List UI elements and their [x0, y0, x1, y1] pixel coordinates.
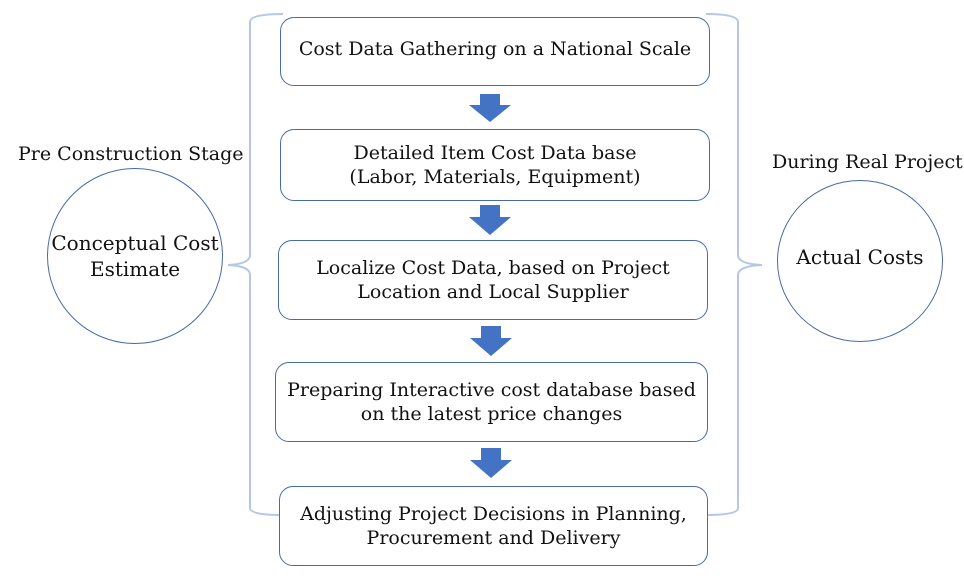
- down-arrow-icon: [470, 326, 512, 356]
- step-label-3: Localize Cost Data, based on Project Loc…: [316, 257, 670, 303]
- down-arrow-icon: [469, 94, 511, 122]
- conceptual-cost-estimate-circle: Conceptual Cost Estimate: [47, 168, 223, 344]
- down-arrow-icon: [469, 205, 511, 235]
- actual-costs-circle: Actual Costs: [777, 180, 943, 342]
- during-real-project-label: During Real Project: [772, 151, 963, 173]
- step-box-5: Adjusting Project Decisions in Planning,…: [279, 486, 708, 566]
- pre-construction-stage-label: Pre Construction Stage: [18, 143, 244, 165]
- step-label-1: Cost Data Gathering on a National Scale: [298, 37, 692, 60]
- step-box-2: Detailed Item Cost Data base (Labor, Mat…: [280, 129, 710, 201]
- left-brace: [227, 13, 284, 516]
- conceptual-cost-estimate-label: Conceptual Cost Estimate: [51, 231, 219, 281]
- step-label-5: Adjusting Project Decisions in Planning,…: [300, 503, 687, 549]
- actual-costs-label: Actual Costs: [796, 245, 924, 269]
- step-box-4: Preparing Interactive cost database base…: [275, 362, 708, 442]
- step-label-2: Detailed Item Cost Data base (Labor, Mat…: [349, 142, 641, 188]
- step-box-1: Cost Data Gathering on a National Scale: [280, 17, 710, 86]
- step-box-3: Localize Cost Data, based on Project Loc…: [278, 240, 708, 320]
- right-brace: [705, 13, 763, 516]
- down-arrow-icon: [470, 448, 512, 478]
- step-label-4: Preparing Interactive cost database base…: [287, 379, 696, 425]
